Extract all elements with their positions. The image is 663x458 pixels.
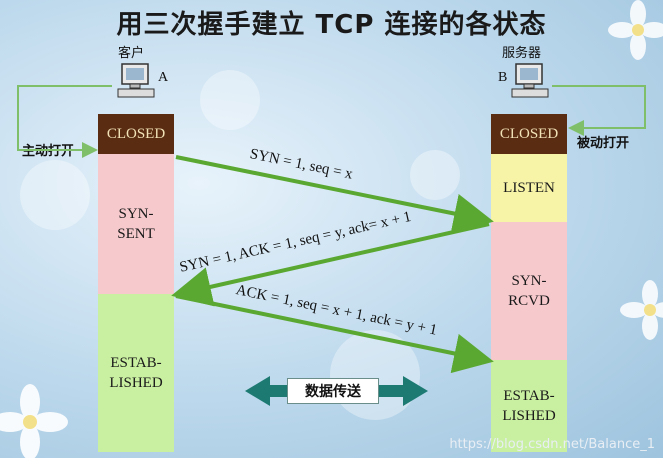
server-label: 服务器 [502,46,542,61]
background-bubble [200,70,260,130]
background-bubble [410,150,460,200]
flower-decoration [0,384,68,458]
server-state-listen: LISTEN [491,154,567,222]
ack-arrow [175,294,494,374]
server-state-syn-rcvd: SYN- RCVD [491,222,567,360]
client-state-established: ESTAB- LISHED [98,294,174,452]
computer-icon [117,63,155,98]
server-loop-arrow [552,85,646,136]
server-state-closed: CLOSED [491,114,567,154]
syn-ack-arrow [171,222,490,307]
client-state-syn-sent: SYN- SENT [98,154,174,294]
flower-decoration [620,280,663,340]
syn-arrow [175,155,494,234]
server-state-established: ESTAB- LISHED [491,360,567,452]
server-letter: B [498,70,508,85]
transfer-arrow-right [379,376,428,406]
active-open-label: 主动打开 [22,144,75,159]
watermark: https://blog.csdn.net/Balance_1 [449,437,655,452]
client-state-closed: CLOSED [98,114,174,154]
client-label: 客户 [118,46,145,61]
client-loop-arrow [17,85,112,158]
background-bubble [20,160,90,230]
passive-open-label: 被动打开 [577,136,630,151]
client-letter: A [158,70,169,85]
transfer-arrow-left [245,376,287,406]
page-title: 用三次握手建立 TCP 连接的各状态 [116,10,547,40]
server-computer-icon [511,63,549,98]
flower-decoration [608,0,663,60]
data-transfer-label: 数据传送 [287,378,379,404]
